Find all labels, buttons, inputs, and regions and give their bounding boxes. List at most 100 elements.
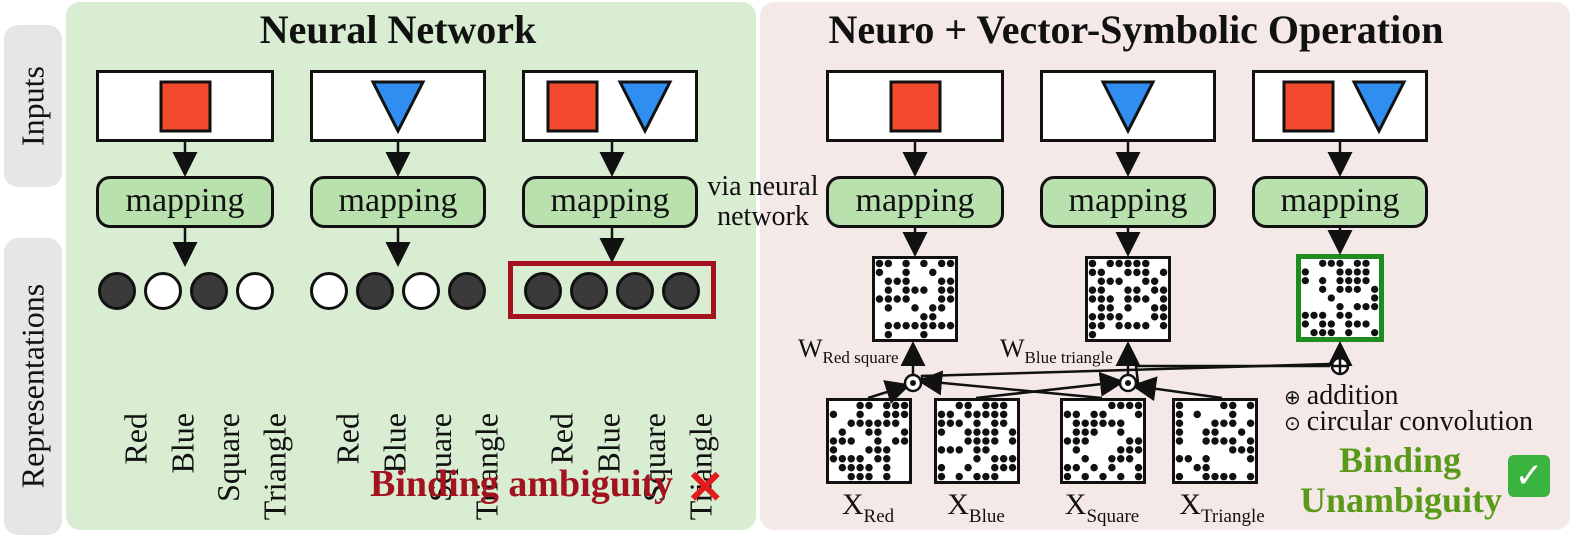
hypervector-dot bbox=[874, 446, 882, 454]
circular-convolution-icon: ⊙ bbox=[1284, 411, 1301, 435]
hypervector-dot bbox=[847, 463, 855, 472]
hypervector-dot bbox=[883, 446, 891, 454]
hypervector-dot bbox=[875, 295, 884, 303]
hypervector-dot bbox=[1353, 320, 1361, 328]
hypervector-dot bbox=[982, 410, 990, 419]
hypervector-dot bbox=[865, 419, 873, 427]
hypervector-dot bbox=[1301, 311, 1309, 319]
hypervector-dot bbox=[1072, 437, 1081, 445]
hypervector-dot bbox=[1106, 304, 1114, 312]
hypervector-dot bbox=[982, 446, 990, 454]
hypervector-dot bbox=[1184, 455, 1193, 463]
hypervector-dot bbox=[937, 321, 946, 330]
hypervector-dot bbox=[1072, 428, 1081, 436]
hypervector-dot bbox=[883, 463, 891, 472]
hypervector-dot bbox=[1229, 472, 1237, 481]
hypervector-dot bbox=[937, 446, 946, 454]
hypervector-dot bbox=[1175, 437, 1184, 445]
hypervector-dot bbox=[1106, 295, 1114, 303]
hypervector-dot bbox=[829, 410, 838, 419]
hypervector-dot bbox=[829, 455, 838, 463]
hypervector-dot bbox=[1117, 446, 1125, 454]
hypervector-dot bbox=[1159, 313, 1168, 321]
hypervector-dot bbox=[1150, 313, 1159, 321]
hypervector-dot bbox=[1108, 401, 1116, 410]
hypervector-dot bbox=[883, 455, 891, 463]
hypervector-dot bbox=[964, 437, 972, 445]
w-blue-triangle-label: WBlue triangle bbox=[1000, 334, 1113, 367]
hypervector-dot bbox=[1124, 304, 1132, 312]
hypervector-dot bbox=[1327, 259, 1335, 267]
hypervector-dot bbox=[1134, 463, 1143, 472]
hypervector-dot bbox=[884, 304, 893, 312]
hypervector-dot bbox=[1336, 259, 1344, 267]
hypervector-dot bbox=[1090, 410, 1098, 419]
ambiguity-frame bbox=[508, 261, 716, 319]
red-square-shape bbox=[546, 80, 599, 133]
feature-unit-inactive bbox=[236, 272, 274, 310]
hypervector-dot bbox=[1117, 455, 1125, 463]
cross-mark-icon: ✕ bbox=[686, 462, 725, 513]
hypervector-dot bbox=[1142, 295, 1150, 303]
hypervector-dot bbox=[902, 321, 910, 330]
hypervector-dot bbox=[1319, 311, 1327, 319]
hypervector-dot bbox=[1175, 455, 1184, 463]
x-triangle-label: XTriangle bbox=[1179, 488, 1265, 527]
hypervector-dot bbox=[1081, 419, 1089, 427]
hypervector-dot bbox=[982, 472, 990, 481]
blue-triangle-shape bbox=[1351, 80, 1407, 135]
hypervector-dot bbox=[929, 268, 937, 277]
feature-unit-active bbox=[524, 272, 562, 310]
hypervector-dot bbox=[1345, 285, 1353, 293]
hypervector-dot bbox=[1088, 313, 1097, 321]
hypervector-dot bbox=[964, 401, 972, 410]
hypervector-dot bbox=[1310, 329, 1318, 337]
hypervector-dot bbox=[1353, 277, 1361, 285]
hypervector-dot bbox=[829, 446, 838, 454]
hypervector-dot bbox=[1237, 428, 1246, 436]
hypervector-dot bbox=[902, 295, 910, 303]
hypervector-dot bbox=[1097, 313, 1106, 321]
hypervector-dot bbox=[874, 419, 882, 427]
hypervector-dot bbox=[973, 410, 981, 419]
hypervector-dot bbox=[1301, 320, 1309, 328]
hypervector-dot bbox=[838, 455, 847, 463]
hypervector-dot bbox=[1063, 410, 1072, 419]
hypervector-dot bbox=[973, 446, 981, 454]
hypervector-dot bbox=[937, 419, 946, 427]
hypervector-dot bbox=[1134, 446, 1143, 454]
hypervector-dot bbox=[884, 277, 893, 285]
hypervector-dot bbox=[1115, 259, 1123, 268]
hypervector-dot bbox=[847, 455, 855, 463]
hypervector-dot bbox=[902, 259, 910, 268]
hypervector-dot bbox=[865, 463, 873, 472]
hypervector-dot bbox=[929, 313, 937, 321]
hypervector-dot bbox=[891, 419, 900, 427]
hypervector-dot bbox=[1125, 401, 1134, 410]
hypervector-dot bbox=[1115, 277, 1123, 285]
hypervector-dot bbox=[1371, 303, 1379, 311]
hypervector-dot bbox=[1124, 286, 1132, 294]
hypervector-dot bbox=[1202, 463, 1210, 472]
addition-icon: ⊕ bbox=[1284, 385, 1301, 409]
hypervector-dot bbox=[999, 463, 1008, 472]
hypervector-dot bbox=[1362, 303, 1370, 311]
legend-circular-convolution: ⊙circular convolution bbox=[1284, 406, 1534, 437]
hypervector-dot bbox=[1229, 446, 1237, 454]
hypervector-dot bbox=[1133, 295, 1141, 303]
hypervector-dot bbox=[1362, 259, 1370, 267]
binding-ambiguity-note: Binding ambiguity bbox=[370, 463, 674, 505]
hypervector-dot bbox=[1150, 286, 1159, 294]
hypervector-dot bbox=[1327, 294, 1335, 302]
hypervector-dot bbox=[946, 321, 955, 330]
hypervector-combined bbox=[1296, 254, 1384, 342]
hypervector-dot bbox=[911, 286, 919, 294]
hypervector-dot bbox=[1115, 313, 1123, 321]
hypervector-dot bbox=[1175, 472, 1184, 481]
feature-unit-active bbox=[356, 272, 394, 310]
feature-unit-active bbox=[570, 272, 608, 310]
hypervector-dot bbox=[1353, 303, 1361, 311]
hypervector-dot bbox=[856, 472, 864, 481]
hypervector-dot bbox=[1090, 463, 1098, 472]
hypervector-dot bbox=[937, 286, 946, 294]
